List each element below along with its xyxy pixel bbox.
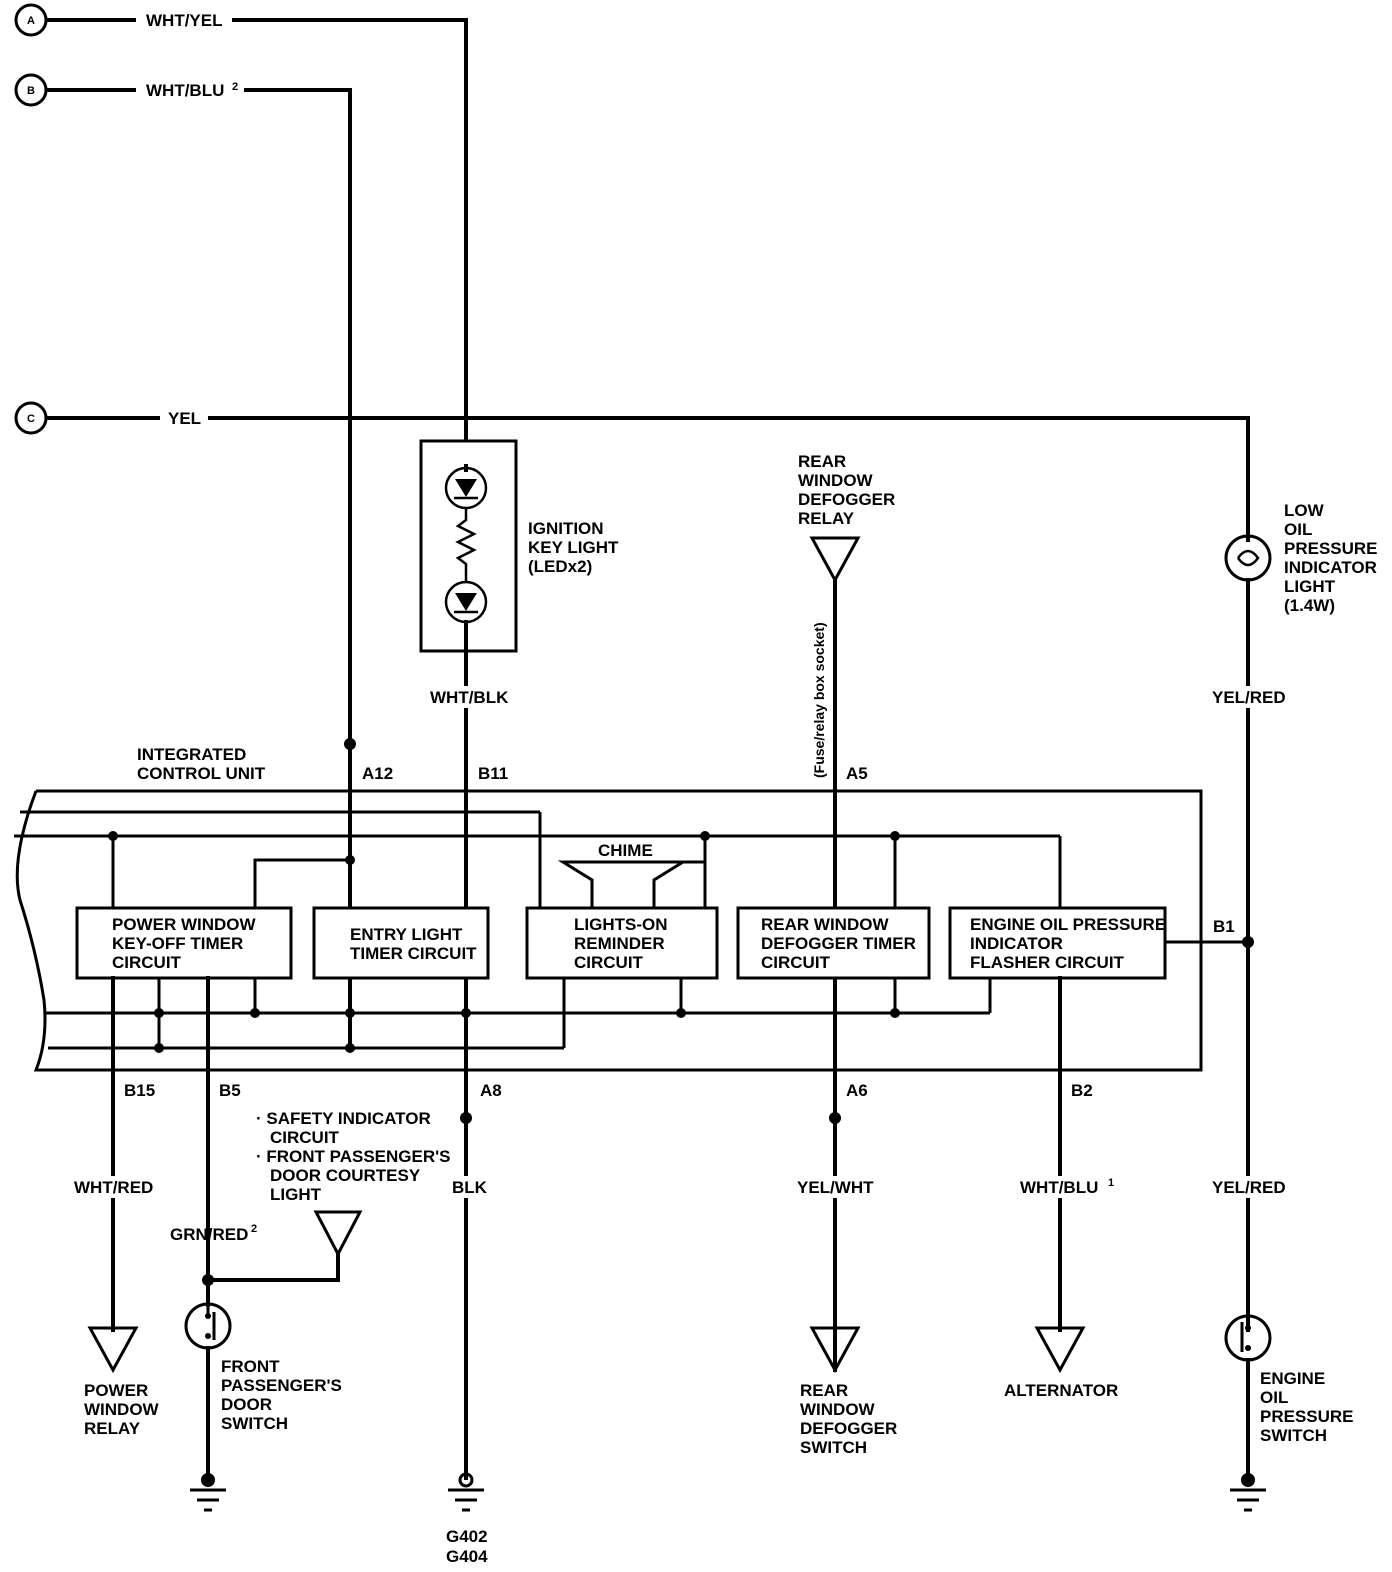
oil-pressure-switch-label: ENGINE OIL PRESSURE SWITCH <box>1260 1369 1358 1445</box>
svg-text:REAR WINDOW DEFOGGER TIM: REAR WINDOW DEFOGGER TIMER CIRCUIT <box>761 915 921 972</box>
fuse-relay-note: (Fuse/relay box socket) <box>811 622 827 778</box>
wire-label-b: WHT/BLU <box>146 81 224 100</box>
svg-text:A: A <box>27 15 35 27</box>
door-switch-icon <box>184 1302 232 1350</box>
connector-c: C <box>14 401 48 435</box>
wire-label-wht-blu: WHT/BLU <box>1020 1178 1098 1197</box>
chime-icon <box>557 860 689 910</box>
pin-a12: A12 <box>362 764 393 783</box>
power-window-relay-terminal-icon <box>87 1326 139 1374</box>
wire-a <box>44 18 468 476</box>
lights-on-reminder-circuit: LIGHTS-ON REMINDER CIRCUIT <box>525 906 719 980</box>
wire-label-grn-red: GRN/RED <box>170 1225 248 1244</box>
icu-title: INTEGRATED CONTROL UNIT <box>137 745 266 783</box>
resistor-icon <box>455 508 477 582</box>
pin-b2: B2 <box>1071 1081 1093 1100</box>
bulb-icon <box>1224 534 1272 582</box>
low-oil-light-label: LOW OIL PRESSURE INDICATOR LIGHT (1.4W) <box>1284 501 1382 615</box>
wire-label-wht-blk: WHT/BLK <box>430 688 509 707</box>
connector-b: B <box>14 73 48 107</box>
defogger-relay-label: REAR WINDOW DEFOGGER RELAY <box>798 452 900 528</box>
icu-outline <box>15 789 1203 1072</box>
oil-flasher-circuit: ENGINE OIL PRESSURE INDICATOR FLASHER CI… <box>948 906 1171 980</box>
wire-label-yel-red-bottom: YEL/RED <box>1212 1178 1286 1197</box>
pin-b15: B15 <box>124 1081 155 1100</box>
pin-a5: A5 <box>846 764 868 783</box>
power-window-circuit: POWER WINDOW KEY-OFF TIMER CIRCUIT <box>75 906 293 980</box>
ground-label: G402 G404 <box>446 1527 492 1566</box>
defogger-switch-label: REAR WINDOW DEFOGGER SWITCH <box>800 1381 902 1457</box>
svg-text:LIGHTS-ON REMINDER: LIGHTS-ON REMINDER CIRCUIT <box>574 915 672 972</box>
svg-text:2: 2 <box>251 1223 257 1235</box>
wire-label-wht-red: WHT/RED <box>74 1178 153 1197</box>
pin-b5: B5 <box>219 1081 241 1100</box>
safety-circuit-terminal-icon <box>313 1210 363 1258</box>
svg-text:C: C <box>27 413 35 425</box>
door-switch-label: FRONT PASSENGER'S DOOR SWITCH <box>221 1357 347 1433</box>
safety-indicator-note: · SAFETY INDICATOR CIRCUIT · FRONT PASSE… <box>256 1109 455 1204</box>
wire-label-yel-red-top: YEL/RED <box>1212 688 1286 707</box>
svg-text:1: 1 <box>1108 1177 1114 1189</box>
ground-icon <box>1230 1473 1266 1512</box>
connector-a: A <box>14 3 48 37</box>
power-window-relay-label: POWER WINDOW RELAY <box>84 1381 163 1438</box>
alternator-label: ALTERNATOR <box>1004 1381 1118 1400</box>
wire-c <box>44 416 1250 542</box>
chime-label: CHIME <box>598 841 653 860</box>
ground-icon <box>448 1472 484 1512</box>
svg-text:POWER WINDOW KEY-OFF TIM: POWER WINDOW KEY-OFF TIMER CIRCUIT <box>112 915 260 972</box>
ground-icon <box>190 1473 226 1512</box>
pin-a8: A8 <box>480 1081 502 1100</box>
rear-defogger-timer-circuit: REAR WINDOW DEFOGGER TIMER CIRCUIT <box>736 906 931 980</box>
wire-label-a: WHT/YEL <box>146 11 223 30</box>
wire-label-c: YEL <box>168 409 201 428</box>
pin-b11: B11 <box>478 764 508 783</box>
splice-dot <box>344 738 356 750</box>
defogger-relay-terminal-icon <box>809 536 861 584</box>
pin-a6: A6 <box>846 1081 868 1100</box>
defogger-switch-terminal-icon <box>809 1326 861 1374</box>
wire-b <box>44 88 352 1050</box>
wire-label-blk: BLK <box>452 1178 488 1197</box>
svg-text:ENTRY LIGHT TIMER CIRCUI: ENTRY LIGHT TIMER CIRCUIT <box>350 925 477 963</box>
svg-text:ENGINE OIL PRESSURE INDI: ENGINE OIL PRESSURE INDICATOR FLASHER CI… <box>970 915 1171 972</box>
wire-label-yel-wht: YEL/WHT <box>797 1178 874 1197</box>
svg-text:2: 2 <box>232 81 238 93</box>
alternator-terminal-icon <box>1034 1326 1086 1374</box>
entry-light-circuit: ENTRY LIGHT TIMER CIRCUIT <box>312 906 490 980</box>
ignition-key-light-label: IGNITION KEY LIGHT (LEDx2) <box>528 519 623 576</box>
svg-text:B: B <box>27 85 35 97</box>
pin-b1: B1 <box>1213 917 1235 936</box>
